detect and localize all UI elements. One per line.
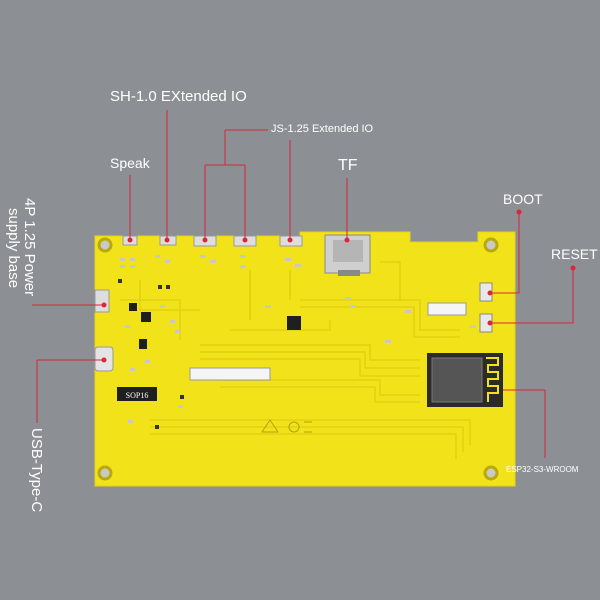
speak-label: Speak — [110, 155, 150, 171]
mount-hole-top-left — [97, 237, 113, 253]
tf-label: TF — [338, 157, 358, 174]
silkscreen-marks — [261, 419, 312, 433]
boot-label: BOOT — [503, 191, 543, 207]
power-label-line2: supply base — [5, 208, 22, 289]
leader-dots — [101, 209, 576, 363]
tf-card-slot — [324, 234, 371, 276]
ic-small-3 — [141, 312, 151, 322]
mount-hole-top-right — [483, 237, 499, 253]
dark-pads — [118, 279, 184, 429]
power-connector — [94, 289, 110, 313]
passive-components — [120, 255, 476, 423]
pcb-board: SOP16 — [94, 231, 516, 487]
mount-hole-bottom-right — [483, 465, 499, 481]
ic-small-2 — [139, 339, 147, 349]
esp32-module — [427, 353, 503, 407]
reset-label: RESET — [551, 246, 598, 262]
fpc-connector-center — [189, 367, 271, 381]
sh-io-label: SH-1.0 EXtended IO — [110, 88, 247, 105]
leader-lines — [32, 110, 574, 458]
usb-label: USB-Type-C — [28, 428, 45, 513]
sop16-text: SOP16 — [126, 391, 149, 400]
mount-hole-bottom-left — [97, 465, 113, 481]
ic-small-1 — [287, 316, 301, 330]
power-label-line1: 4P 1.25 Power — [21, 198, 38, 297]
pcb-traces — [120, 261, 471, 459]
ic-small-4 — [129, 303, 137, 311]
js-io-label: JS-1.25 Extended IO — [271, 123, 374, 135]
sop16-chip: SOP16 — [117, 387, 157, 401]
fpc-connector-right — [427, 302, 467, 316]
esp-label: ESP32-S3-WROOM — [506, 465, 579, 474]
